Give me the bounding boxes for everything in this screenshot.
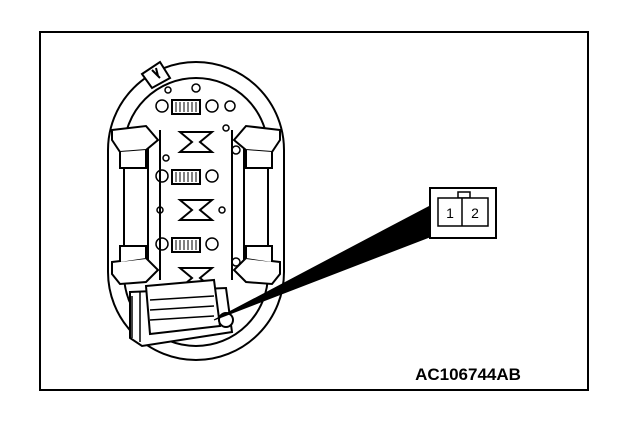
left-clip-upper: [111, 124, 160, 169]
tab-marker: [140, 60, 172, 90]
pinout-body: [437, 197, 489, 227]
left-clip-lower: [111, 245, 160, 286]
mounting-holes: [155, 83, 241, 267]
switch-inner-housing: [123, 77, 269, 347]
switch-outer-housing: [107, 61, 285, 361]
pinout-key: [457, 191, 471, 199]
right-clip-upper: [232, 124, 281, 169]
figure-frame: [39, 31, 589, 391]
switch-assembly: [107, 60, 285, 361]
pin-label-2: 2: [471, 205, 479, 221]
right-clip-lower: [232, 245, 281, 286]
terminal-slots: [175, 102, 197, 250]
connector-pinout-callout: 1 2: [429, 187, 497, 239]
figure-code: AC106744AB: [415, 365, 521, 384]
harness-connector: [129, 278, 234, 348]
switch-frame-rails: [147, 130, 245, 280]
pin-label-1: 1: [446, 205, 454, 221]
